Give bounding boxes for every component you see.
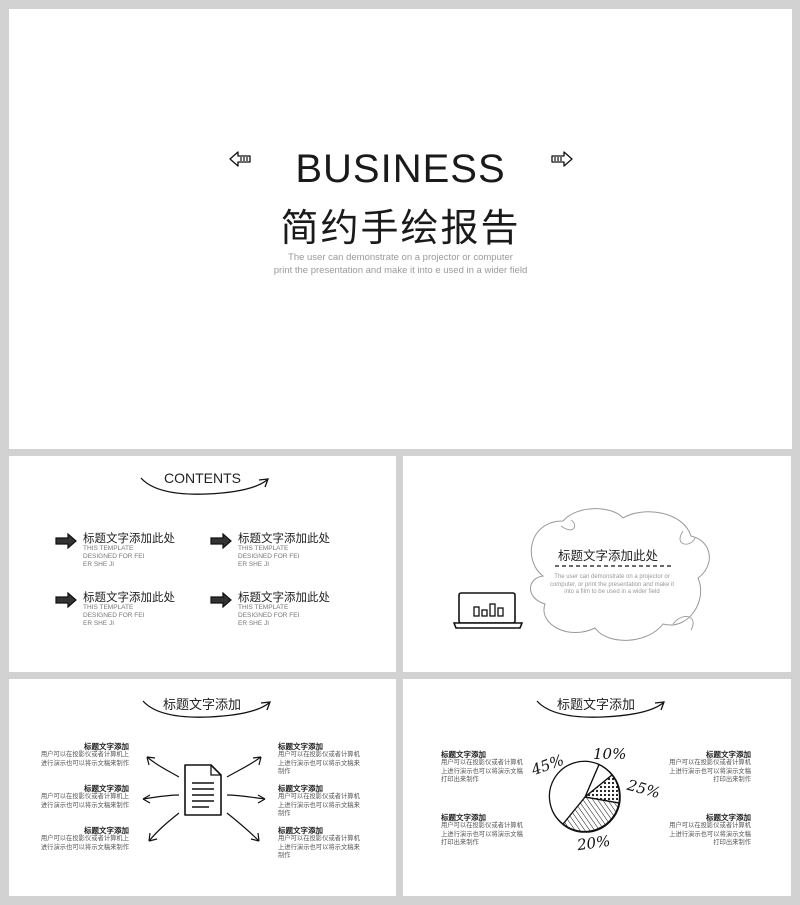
contents-item-title[interactable]: 标题文字添加此处: [83, 531, 175, 545]
arrow-bullet-icon: [55, 592, 77, 608]
arrow-bullet-icon: [210, 533, 232, 549]
title-slide[interactable]: BUSINESS 简约手绘报告 The user can demonstrate…: [9, 9, 792, 449]
pie-chart-sketch: [548, 760, 621, 833]
label-description: 用户可以在投影仪或者计算机上进行演示也可以将演示文稿打印出来制作: [441, 759, 523, 783]
swoosh-underline-icon: [140, 477, 269, 495]
label-title: 标题文字添加: [278, 742, 323, 751]
contents-item-title[interactable]: 标题文字添加此处: [238, 531, 330, 545]
contents-slide[interactable]: CONTENTS 标题文字添加此处 THIS TEMPLATE DESIGNED…: [9, 456, 396, 672]
dashed-divider: [555, 565, 671, 567]
label-title: 标题文字添加: [84, 784, 129, 793]
main-description-line-2: print the presentation and make it into …: [273, 265, 528, 276]
label-description: 用户可以在投影仪或者计算机上进行演示也可以将示文稿来制作: [278, 751, 360, 775]
pie-slice-45: [548, 760, 600, 825]
label-title: 标题文字添加: [278, 784, 323, 793]
scribble-cloud-icon: [530, 508, 710, 641]
bubble-description: The user can demonstrate on a projector …: [549, 574, 675, 595]
label-title: 标题文字添加: [84, 826, 129, 835]
document-slide[interactable]: 标题文字添加 标题文字添加 用户可以在投影仪或者计算机上进行演示也可以将示文稿来…: [9, 679, 396, 896]
label-description: 用户可以在投影仪或者计算机上进行演示也可以将示文稿来制作: [40, 793, 129, 809]
document-arrows-diagram: [142, 756, 266, 842]
section-title: 标题文字添加: [163, 698, 242, 713]
label-description: 用户可以在投影仪或者计算机上进行演示也可以将演示文稿打印出来制作: [441, 822, 523, 846]
main-subtitle: 简约手绘报告: [280, 206, 521, 250]
document-icon: [184, 764, 222, 816]
pie-label-10: 10%: [593, 745, 627, 763]
contents-item-title[interactable]: 标题文字添加此处: [83, 590, 175, 604]
label-title: 标题文字添加: [84, 742, 129, 751]
main-description: The user can demonstrate on a projector …: [9, 251, 792, 277]
label-title: 标题文字添加: [441, 813, 486, 822]
label-description: 用户可以在投影仪或者计算机上进行演示也可以将演示文稿打印出来制作: [669, 759, 751, 783]
pie-slice-20: [562, 796, 620, 833]
section-title: 标题文字添加: [557, 698, 636, 713]
label-title: 标题文字添加: [706, 750, 751, 759]
swoosh-underline-icon: [142, 700, 271, 718]
contents-item-subtitle: THIS TEMPLATE DESIGNED FOR FEI ER SHE JI: [238, 545, 300, 568]
label-description: 用户可以在投影仪或者计算机上进行演示也可以将示文稿来制作: [278, 793, 360, 817]
label-description: 用户可以在投影仪或者计算机上进行演示也可以将示文稿来制作: [40, 751, 129, 767]
arrow-left-icon: [229, 151, 251, 167]
contents-item-subtitle: THIS TEMPLATE DESIGNED FOR FEI ER SHE JI: [238, 604, 300, 627]
contents-item-subtitle: THIS TEMPLATE DESIGNED FOR FEI ER SHE JI: [83, 604, 145, 627]
label-title: 标题文字添加: [278, 826, 323, 835]
pie-label-20: 20%: [575, 831, 612, 855]
main-description-line-1: The user can demonstrate on a projector …: [288, 252, 513, 263]
label-title: 标题文字添加: [706, 813, 751, 822]
label-description: 用户可以在投影仪或者计算机上进行演示也可以将示文稿来制作: [278, 835, 360, 859]
main-title: BUSINESS: [295, 147, 506, 191]
contents-title: CONTENTS: [164, 470, 241, 486]
contents-item-subtitle: THIS TEMPLATE DESIGNED FOR FEI ER SHE JI: [83, 545, 145, 568]
laptop-chart-icon: [453, 592, 523, 629]
arrow-right-icon: [551, 151, 573, 167]
label-description: 用户可以在投影仪或者计算机上进行演示也可以将演示文稿打印出来制作: [669, 822, 751, 846]
swoosh-underline-icon: [536, 700, 665, 718]
arrow-bullet-icon: [210, 592, 232, 608]
label-description: 用户可以在投影仪或者计算机上进行演示也可以将示文稿来制作: [40, 835, 129, 851]
bubble-slide[interactable]: 标题文字添加此处 The user can demonstrate on a p…: [403, 456, 791, 672]
label-title: 标题文字添加: [441, 750, 486, 759]
contents-item-title[interactable]: 标题文字添加此处: [238, 590, 330, 604]
arrow-bullet-icon: [55, 533, 77, 549]
pie-slide[interactable]: 标题文字添加 标题文字添加 用户可以在投影仪或者计算机上进行演示也可以将演示文稿…: [403, 679, 791, 896]
bubble-title: 标题文字添加此处: [558, 548, 659, 563]
arrow-icons: [142, 756, 266, 842]
